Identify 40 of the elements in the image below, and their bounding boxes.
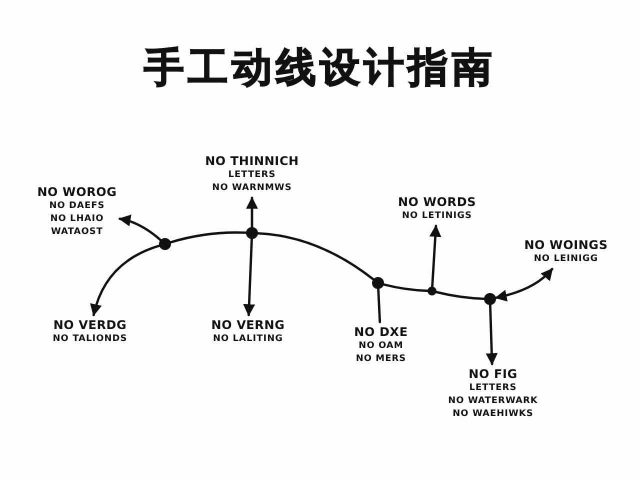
dot-marker: [159, 238, 171, 250]
label-text: NO LALITING: [213, 333, 283, 346]
label-heading: NO VERNG: [211, 318, 285, 333]
arrow: [246, 196, 258, 228]
label-text: NO LEINIGG: [534, 253, 598, 266]
label-text: NO OAM: [358, 340, 404, 353]
curve-line: [435, 290, 486, 300]
label-heading: NO DXE: [354, 325, 408, 340]
label-heading: NO FIG: [468, 367, 518, 382]
curve-line: [256, 232, 374, 280]
curve-line: [170, 231, 248, 244]
label-text: NO WARNMWS: [212, 182, 292, 195]
dot-marker: [428, 286, 436, 296]
label-text: NO TALIONDS: [52, 333, 128, 346]
arrow: [243, 238, 256, 316]
title: 手工动线设计指南: [144, 44, 496, 93]
arrow: [429, 224, 442, 288]
label-heading: NO THINNICH: [205, 154, 299, 169]
dot-marker: [372, 277, 384, 289]
label-text: NO DAEFS: [49, 200, 105, 213]
label-text: NO MERS: [356, 353, 406, 366]
label-text: NO WAEHIWKS: [452, 408, 534, 421]
label-text: LETTERS: [469, 382, 517, 395]
arrow: [486, 304, 498, 366]
label-text: NO WATERWARK: [448, 395, 538, 408]
arrow: [118, 214, 162, 242]
arrow: [90, 244, 160, 316]
dot-marker: [246, 227, 258, 239]
label-text: LETTERS: [228, 169, 276, 182]
label-text: WATAOST: [51, 226, 103, 239]
label-heading: NO WOINGS: [524, 238, 608, 253]
label-heading: NO WORDS: [398, 195, 476, 210]
label-text: NO LHAIO: [50, 213, 104, 226]
label-heading: NO VERDG: [53, 318, 127, 333]
curve-line: [382, 283, 429, 292]
label-heading: NO WOROG: [37, 185, 117, 200]
label-text: NO LETINIGS: [402, 210, 472, 223]
dot-marker: [484, 293, 496, 305]
curve-line: [377, 288, 382, 324]
arrow: [494, 268, 554, 302]
